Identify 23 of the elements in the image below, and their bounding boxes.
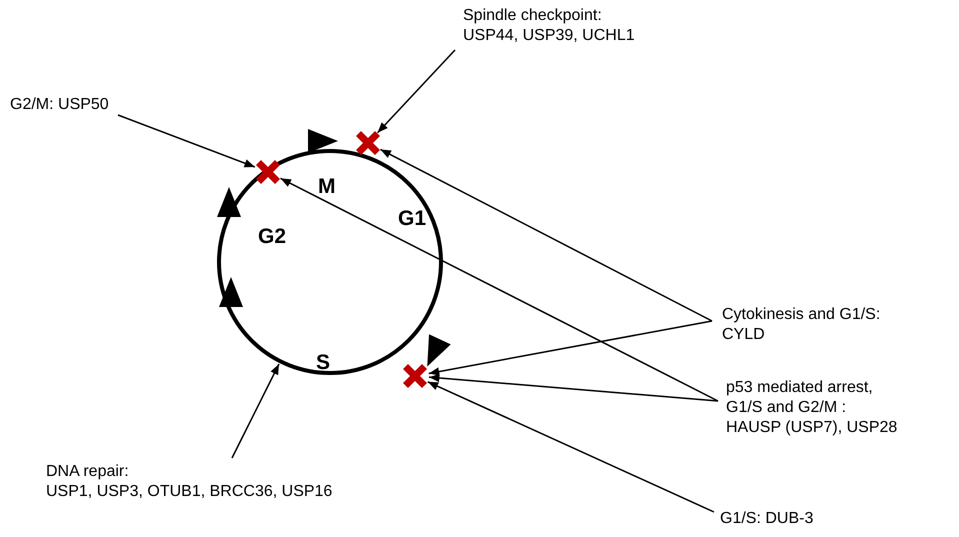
phase-label: G1 — [398, 208, 426, 230]
leader-arrow — [428, 320, 712, 376]
phase-label: G2 — [258, 226, 286, 248]
annotation-text: USP44, USP39, UCHL1 — [463, 26, 635, 46]
leader-arrow — [377, 49, 456, 134]
annotation-text: Spindle checkpoint: — [463, 6, 602, 26]
phase-label: S — [316, 352, 330, 374]
annotation-text: p53 mediated arrest, — [726, 378, 873, 398]
leader-arrow — [280, 178, 718, 402]
phase-label: M — [318, 176, 336, 198]
leader-arrow — [380, 148, 712, 322]
annotation-text: G1/S and G2/M : — [726, 398, 846, 418]
leader-arrow — [118, 114, 256, 168]
annotation-text: DNA repair: — [46, 462, 129, 482]
annotation-text: USP1, USP3, OTUB1, BRCC36, USP16 — [46, 482, 332, 502]
leader-arrow — [231, 364, 280, 458]
annotation-text: CYLD — [722, 325, 765, 345]
annotation-text: G2/M: USP50 — [10, 95, 109, 115]
leader-arrow — [427, 381, 714, 513]
leader-arrow — [428, 374, 718, 402]
annotation-text: HAUSP (USP7), USP28 — [726, 418, 898, 438]
annotation-text: G1/S: DUB-3 — [720, 509, 814, 529]
annotation-text: Cytokinesis and G1/S: — [722, 305, 880, 325]
